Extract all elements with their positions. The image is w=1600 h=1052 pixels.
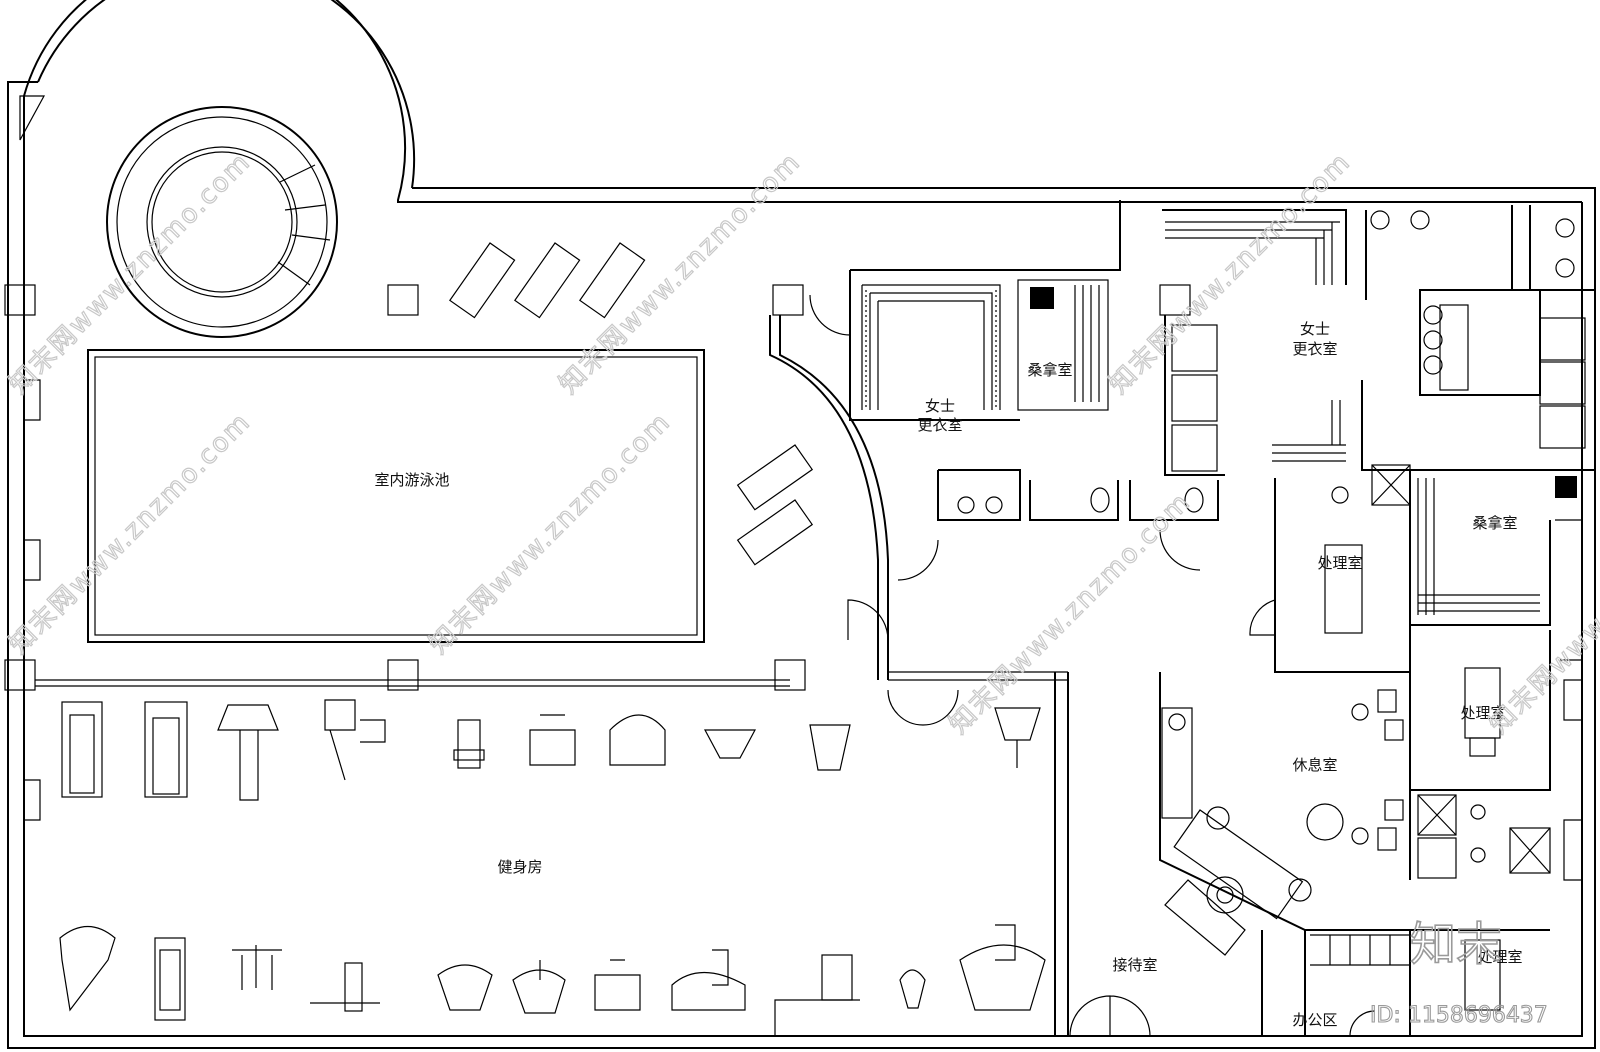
label-womens-locker-2-line1: 女士 xyxy=(1300,320,1330,338)
label-reception: 接待室 xyxy=(1112,956,1157,974)
gym-equipment xyxy=(59,699,1046,1021)
gym-room xyxy=(774,671,1069,1036)
label-lounge: 休息室 xyxy=(1292,756,1337,774)
jacuzzi xyxy=(106,106,338,338)
watermark-text: 知末网www.znzmo.com xyxy=(944,487,1197,740)
indoor-pool xyxy=(35,349,790,687)
watermark-text: 知末网www.znzmo.com xyxy=(1104,147,1357,400)
brand-watermark: 知末 xyxy=(1410,917,1502,971)
reception-desk xyxy=(1069,876,1246,1037)
label-womens-locker-2-line2: 更衣室 xyxy=(1292,340,1337,358)
room-labels: 室内游泳池 健身房 女士 更衣室 桑拿室 女士 更衣室 桑拿室 处理室 处理室 … xyxy=(374,320,1522,1029)
label-womens-locker-1-line2: 更衣室 xyxy=(917,416,962,434)
watermark-text: 知末网www.znzmo.com xyxy=(424,407,677,660)
office-area xyxy=(1261,930,1411,1037)
label-treatment-1: 处理室 xyxy=(1317,554,1362,572)
curved-partition xyxy=(769,294,889,680)
womens-locker-room-2 xyxy=(1162,205,1595,471)
label-sauna-2: 桑拿室 xyxy=(1472,514,1517,532)
label-gym: 健身房 xyxy=(497,858,542,876)
watermark-text: 知末网www.znzmo.com xyxy=(4,407,257,660)
treatment-rooms xyxy=(1249,478,1551,1036)
watermark-text: 知末网www.znzmo.com xyxy=(554,147,807,400)
id-watermark: ID: 1158696437 xyxy=(1370,1003,1548,1028)
pool-loungers xyxy=(449,242,814,566)
label-treatment-2: 处理室 xyxy=(1460,704,1505,722)
watermark-text: 知末网www.znzmo.com xyxy=(4,147,257,400)
label-pool: 室内游泳池 xyxy=(374,471,449,489)
label-treatment-3: 处理室 xyxy=(1477,948,1522,966)
label-sauna-1: 桑拿室 xyxy=(1027,361,1072,379)
label-office: 办公区 xyxy=(1292,1011,1337,1029)
womens-locker-room-1 xyxy=(849,200,1225,581)
watermarks: 知末网www.znzmo.com 知末网www.znzmo.com 知末网www… xyxy=(3,146,1600,1028)
label-womens-locker-1-line1: 女士 xyxy=(925,397,955,415)
